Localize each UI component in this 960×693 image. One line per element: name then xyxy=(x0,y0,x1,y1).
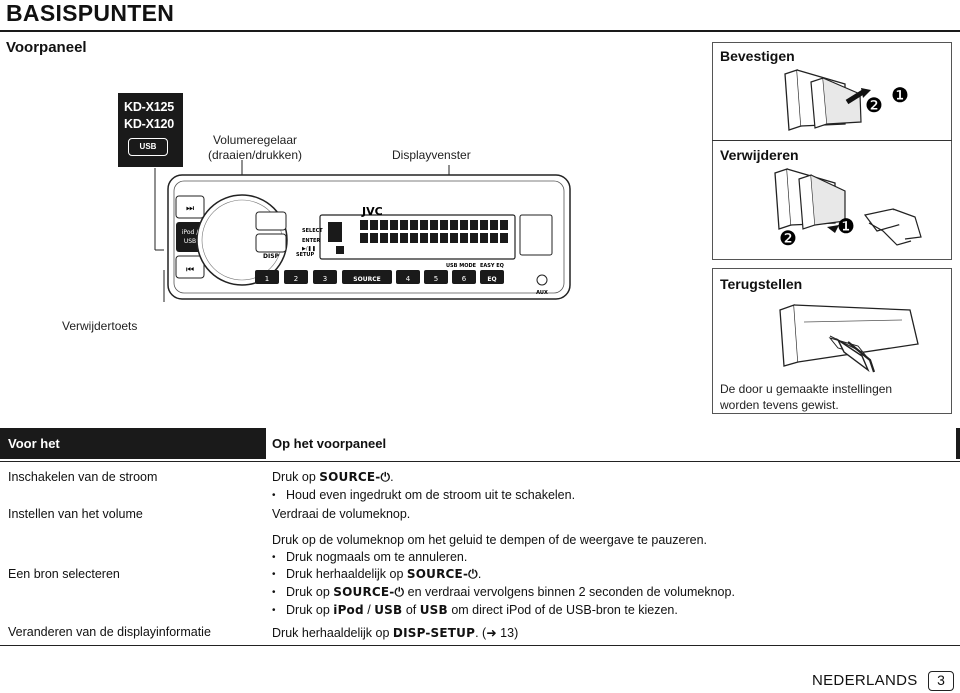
row-desc: Druk herhaaldelijk op SOURCE-⏻. Druk op … xyxy=(272,567,735,617)
row-label: Instellen van het volume xyxy=(8,507,143,521)
attach-step-1-icon: ❶ xyxy=(891,83,909,107)
desc-text: / xyxy=(363,603,375,617)
desc-text: Houd even ingedrukt om de stroom uit te … xyxy=(272,488,575,502)
source-key-label: SOURCE xyxy=(353,276,380,283)
row-desc: Druk op SOURCE-⏻. Houd even ingedrukt om… xyxy=(272,470,575,502)
desc-text: . xyxy=(477,567,482,581)
page-title: BASISPUNTEN xyxy=(6,0,175,26)
attach-heading: Bevestigen xyxy=(720,48,795,64)
page-number: 3 xyxy=(928,671,954,691)
next-track-icon: ⏭ xyxy=(186,204,194,214)
preset-key-4: 4 xyxy=(406,275,411,283)
desc-text: Druk op xyxy=(272,470,320,484)
usb-keyword: USB xyxy=(374,603,403,617)
aux-label: AUX xyxy=(536,290,548,296)
ipod-usb-label-1: iPod / xyxy=(182,229,199,236)
enter-play-pause-icon: ▶/❚❚ xyxy=(302,246,316,252)
select-label: SELECT xyxy=(302,228,323,234)
desc-text: Verdraai de volumeknop. xyxy=(272,507,411,521)
desc-text: Druk nogmaals om te annuleren. xyxy=(272,550,467,564)
enter-label: ENTER xyxy=(302,238,320,244)
footer-language: NEDERLANDS xyxy=(812,672,918,689)
desc-text: Druk herhaaldelijk op xyxy=(286,567,407,581)
row-desc: Verdraai de volumeknop. Druk op de volum… xyxy=(272,507,707,564)
reset-box xyxy=(712,268,952,414)
row-label: Een bron selecteren xyxy=(8,567,120,581)
front-panel-illustration: ⏭ ⏮ iPod / USB DISP SELECT ENTER ▶/❚❚ SE… xyxy=(154,160,571,302)
attach-detach-box xyxy=(712,42,952,260)
easy-eq-label: EASY EQ xyxy=(480,263,504,269)
preset-key-1: 1 xyxy=(265,275,269,283)
model-name-1: KD-X125 xyxy=(124,100,175,114)
desc-text: of xyxy=(402,603,420,617)
reset-note-line-1: De door u gemaakte instellingen xyxy=(720,382,893,396)
section-title: Voorpaneel xyxy=(6,39,87,56)
brand-logo: JVC xyxy=(361,205,383,218)
desc-text: . ( xyxy=(475,626,487,640)
usb-tag: USB xyxy=(128,138,168,156)
desc-text: Druk op xyxy=(286,603,334,617)
reset-note-line-2: worden tevens gewist. xyxy=(720,398,839,412)
source-keyword: SOURCE-⏻ xyxy=(333,585,405,599)
ipod-keyword: iPod xyxy=(333,603,364,617)
model-name-2: KD-X120 xyxy=(124,117,175,131)
eq-key-label: EQ xyxy=(487,276,496,283)
usb-keyword: USB xyxy=(419,603,448,617)
desc-text: en verdraai vervolgens binnen 2 seconden… xyxy=(404,585,735,599)
detach-illustration: ❷ ❶ xyxy=(774,168,922,250)
reset-illustration xyxy=(779,304,919,373)
detach-step-2-icon: ❷ xyxy=(779,226,797,250)
table-head-right: Op het voorpaneel xyxy=(266,428,956,459)
setup-label: SETUP xyxy=(296,252,314,258)
title-rule xyxy=(0,30,960,32)
usb-mode-label: USB MODE xyxy=(446,263,477,269)
label-display-window: Displayvenster xyxy=(392,148,471,162)
label-volume-line-2: (draaien/drukken) xyxy=(207,148,303,162)
prev-track-icon: ⏮ xyxy=(186,265,194,275)
source-keyword: SOURCE-⏻ xyxy=(319,470,391,484)
arrow-right-icon: ➜ xyxy=(486,625,497,640)
row-label: Inschakelen van de stroom xyxy=(8,470,158,484)
row-label: Veranderen van de displayinformatie xyxy=(8,625,211,639)
disp-label: DISP xyxy=(263,253,280,260)
detach-rule xyxy=(712,140,952,141)
detach-heading: Verwijderen xyxy=(720,147,799,163)
label-volume-knob: Volumeregelaar (draaien/drukken) xyxy=(200,133,310,163)
source-keyword: SOURCE-⏻ xyxy=(406,567,478,581)
table-bottom-rule xyxy=(0,645,960,646)
desc-text: om direct iPod of de USB-bron te kiezen. xyxy=(447,603,678,617)
ipod-usb-label-2: USB xyxy=(184,238,196,245)
desc-text: . xyxy=(390,470,394,484)
preset-key-2: 2 xyxy=(294,275,298,283)
table-head-left: Voor het xyxy=(8,436,60,451)
table-head-rule xyxy=(0,461,960,462)
label-detach-button: Verwijdertoets xyxy=(62,319,138,333)
desc-text: 13) xyxy=(496,626,519,640)
disp-setup-keyword: DISP-SETUP xyxy=(392,626,476,640)
preset-key-3: 3 xyxy=(323,275,327,283)
reset-heading: Terugstellen xyxy=(720,276,803,292)
desc-text: Druk herhaaldelijk op xyxy=(272,626,393,640)
preset-key-6: 6 xyxy=(462,275,467,283)
attach-illustration: ❷ ❶ xyxy=(784,69,909,131)
preset-key-5: 5 xyxy=(434,275,438,283)
row-desc: Druk herhaaldelijk op DISP-SETUP. (➜ 13) xyxy=(272,625,518,640)
desc-text: Druk op de volumeknop om het geluid te d… xyxy=(272,533,707,547)
label-volume-line-1: Volumeregelaar xyxy=(212,133,298,147)
desc-text: Druk op xyxy=(286,585,334,599)
attach-step-2-icon: ❷ xyxy=(865,93,883,117)
detach-step-1-icon: ❶ xyxy=(837,214,855,238)
reset-note: De door u gemaakte instellingen worden t… xyxy=(720,381,892,413)
